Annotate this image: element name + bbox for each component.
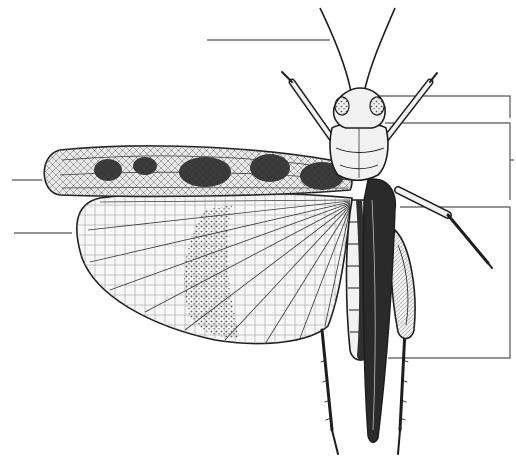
folded-forewing: [363, 179, 395, 442]
head: [334, 88, 386, 128]
right-front-tarsus: [430, 73, 437, 82]
right-middle-tibia: [448, 215, 488, 263]
head-leader-bracket: [372, 96, 510, 118]
antennae: [320, 8, 395, 98]
left-front-tarsus: [282, 72, 292, 82]
right-middle-tarsus: [488, 263, 492, 268]
left-hind-tarsus: [332, 430, 338, 454]
left-antenna: [320, 8, 352, 98]
left-compound-eye: [335, 97, 349, 115]
hindwing: [77, 193, 352, 344]
thorax: [330, 124, 388, 181]
right-compound-eye: [370, 97, 384, 115]
right-hind-tarsus: [398, 430, 400, 454]
right-antenna: [363, 8, 395, 98]
right-hind-femur: [391, 230, 415, 339]
forewing: [44, 146, 352, 196]
